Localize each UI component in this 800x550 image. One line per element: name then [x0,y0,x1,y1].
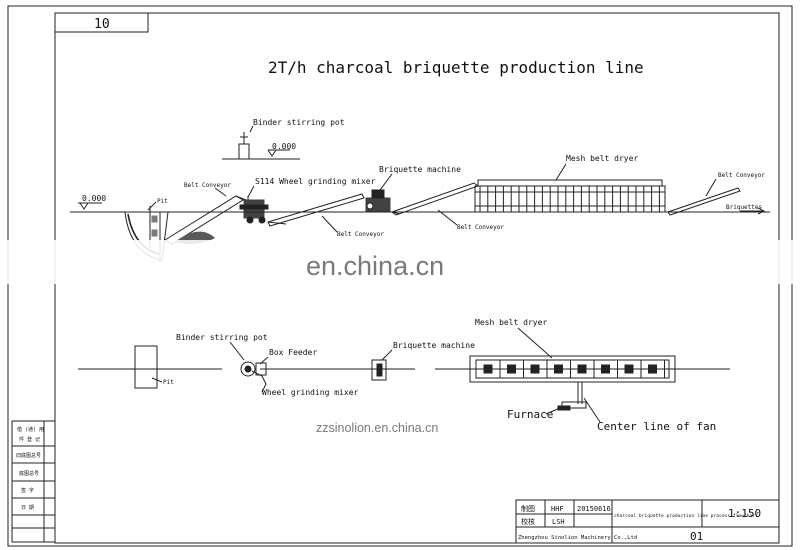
drawing-title: 2T/h charcoal briquette production line [268,58,644,77]
elev-belt-conveyor-4: Belt Conveyor [718,172,765,179]
tb-sheet: 01 [690,530,703,543]
tb-role-2: 校核 [521,517,535,526]
sheet-number-box [54,12,149,33]
plan-briquette-machine [366,359,392,381]
belt-conveyor-1 [164,195,247,245]
rev-row-1: 借 (通) 用 [17,426,44,433]
elev-belt-conveyor-3: Belt Conveyor [457,224,504,231]
rev-row-2: 件 登 记 [19,436,40,443]
elev-binder-pot-label: Binder stirring pot [253,118,345,127]
elev-briquette-machine-label: Briquette machine [379,165,461,174]
plan-view: Pit Binder stirring pot Box Feeder Wheel… [78,318,730,433]
belt-conveyor-2 [267,193,365,227]
tb-name-1: HHF [551,505,564,513]
mesh-belt-dryer-elevation [474,179,666,213]
plan-mesh-belt-dryer [469,355,676,383]
briquette-machine [362,189,396,213]
dryer-cell [648,364,657,374]
plan-furnace-label: Furnace [507,408,553,421]
sheet-number: 10 [94,17,110,32]
plan-dryer-label: Mesh belt dryer [475,318,547,327]
elevation-view: Binder stirring pot 0.000 0.000 Pit Belt… [70,118,770,262]
dryer-cell [507,364,516,374]
dryer-cell [577,364,587,374]
level-pot-marker [267,149,290,157]
elev-belt-conveyor-2: Belt Conveyor [337,231,384,238]
revision-table: 借 (通) 用 件 登 记 旧底图总号 底图总号 签 字 日 期 [11,420,56,543]
tb-date: 20150616 [577,505,611,513]
watermark-main: en.china.cn [306,251,444,281]
rev-row-4: 底图总号 [19,470,39,477]
tb-scale: 1:150 [728,507,761,520]
plan-fan-label: Center line of fan [597,420,716,433]
elev-mixer-label: S114 Wheel grinding mixer [255,177,376,186]
rev-row-6: 日 期 [21,505,34,511]
dryer-cell [530,364,540,374]
belt-conveyor-3 [390,182,480,216]
plan-mixer-label: Wheel grinding mixer [262,388,359,397]
tb-company: Zhengzhou Sinolion Machinery Co.,Ltd [518,535,637,541]
elev-briquettes-label: Briquettes [726,204,763,211]
rev-row-3: 旧底图总号 [16,452,41,459]
dryer-cell [483,364,493,374]
elev-dryer-label: Mesh belt dryer [566,154,638,163]
rev-row-5: 签 字 [21,487,34,494]
tb-drawing-name: charcoal briquette production line proce… [614,513,758,519]
dryer-cell [554,364,563,374]
elev-belt-conveyor-1: Belt Conveyor [184,182,231,189]
watermark-band [0,240,800,284]
level-ground-marker [78,202,102,210]
tb-name-2: LSH [552,518,565,526]
elev-level-ground: 0.000 [82,194,106,203]
plan-furnace [557,382,587,411]
elev-level-pot: 0.000 [272,142,296,151]
tb-role-1: 制图 [521,504,535,513]
dryer-cell [624,364,634,374]
belt-conveyor-4 [667,187,741,216]
plan-mixer [240,361,267,393]
watermark-sub: zzsinolion.en.china.cn [316,421,438,435]
title-block [515,499,780,544]
elev-pit-label: Pit [157,198,168,205]
plan-briquette-machine-label: Briquette machine [393,341,475,350]
discharge-arrow [740,207,766,215]
plan-pit [134,345,158,389]
dryer-cell [601,364,610,374]
plan-box-feeder-label: Box Feeder [269,348,317,357]
wheel-grinding-mixer [239,196,269,224]
plan-binder-pot-label: Binder stirring pot [176,333,268,342]
plan-pit-label: Pit [163,379,174,386]
binder-stirring-pot [222,132,300,160]
